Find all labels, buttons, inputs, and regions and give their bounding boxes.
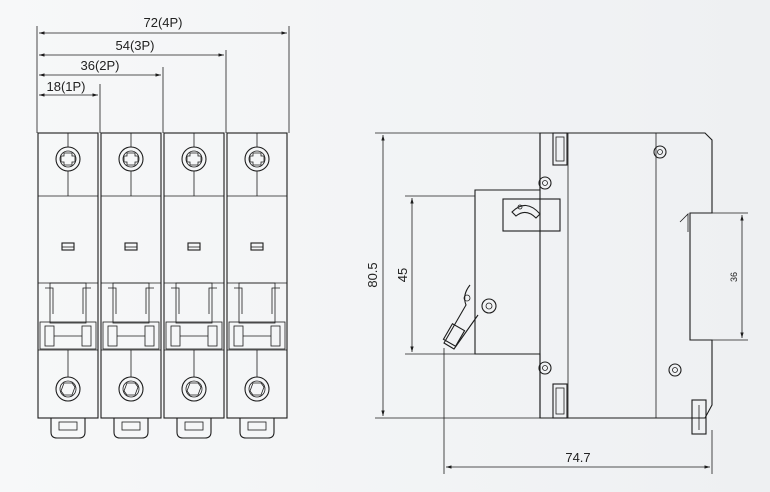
dimension-label-2p: 36(2P) xyxy=(80,58,119,73)
pole-2 xyxy=(100,132,162,439)
side-body-outline xyxy=(539,132,713,419)
front-view: 72(4P) 54(3P) 36(2P) 18(1P) xyxy=(36,15,290,439)
pole-3 xyxy=(163,132,225,439)
side-view: 80.5 45 36 74.7 xyxy=(365,132,748,474)
dimension-label-4p: 72(4P) xyxy=(143,15,182,30)
dimension-label-1p: 18(1P) xyxy=(46,79,85,94)
width-dimension-label: 74.7 xyxy=(565,450,590,465)
dimension-label-3p: 54(3P) xyxy=(115,38,154,53)
pole-4 xyxy=(226,132,288,439)
side-front-profile xyxy=(474,133,541,418)
inner-height-dimension-label: 45 xyxy=(395,268,410,282)
pole-1 xyxy=(37,132,99,439)
height-dimension-label: 80.5 xyxy=(365,262,380,287)
rail-dimension-label: 36 xyxy=(729,272,739,282)
